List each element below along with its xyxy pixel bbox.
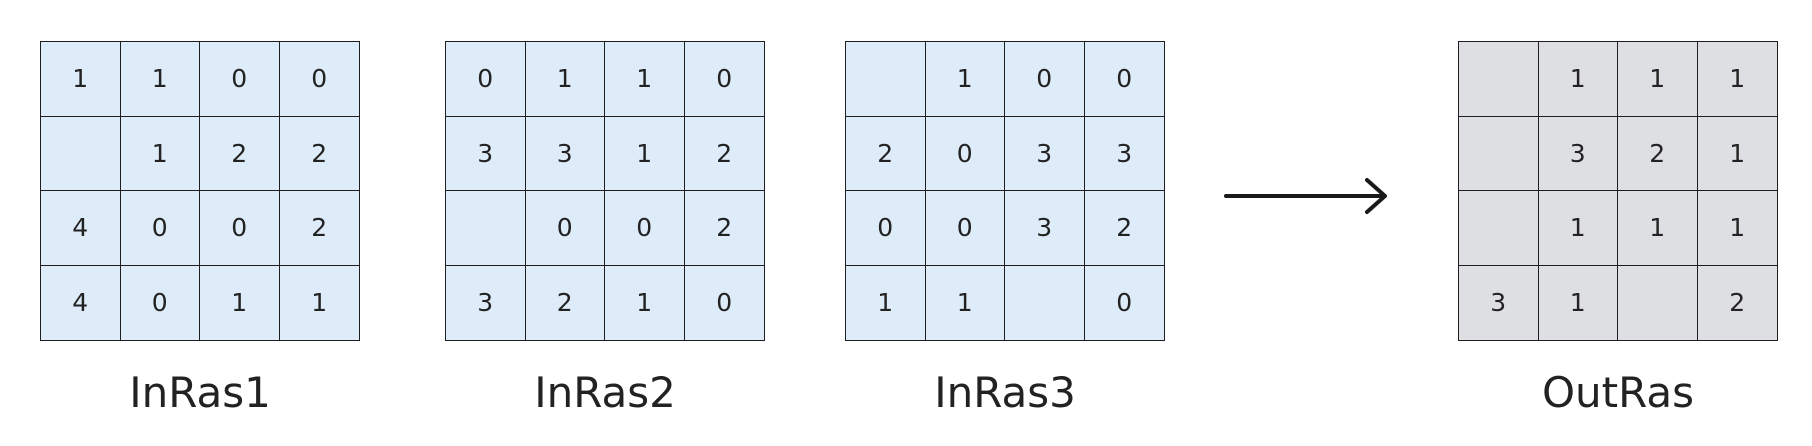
outras-cell: 1: [1618, 42, 1698, 117]
inras3-cell: 2: [1084, 191, 1164, 266]
inras1-cell: 4: [41, 265, 121, 340]
inras1-cell: 0: [200, 191, 280, 266]
inras2-cell: [446, 191, 526, 266]
inras3-cell: 2: [846, 116, 926, 191]
right-arrow-icon: [1224, 178, 1387, 214]
inras2-cell: 2: [526, 265, 605, 340]
inras3-cell: 0: [846, 191, 926, 266]
outras-cell: 3: [1459, 265, 1539, 340]
outras-cell: 1: [1538, 191, 1618, 266]
inras3-label: InRas3: [934, 368, 1076, 417]
outras-cell: [1459, 116, 1539, 191]
inras2-label: InRas2: [534, 368, 676, 417]
inras1-cell: 2: [200, 116, 280, 191]
inras2-cell: 0: [605, 191, 685, 266]
inras1-cell: 2: [279, 191, 359, 266]
outras-cell: [1618, 265, 1698, 340]
inras3-cell: [1005, 265, 1085, 340]
inras3-cell: 0: [925, 116, 1005, 191]
outras-cell: [1459, 191, 1539, 266]
inras2-cell: 3: [525, 116, 605, 191]
outras-cell: 1: [1618, 191, 1698, 266]
inras3-cell: 3: [1084, 117, 1164, 191]
outras-cell: 2: [1618, 116, 1698, 191]
inras1-cell: 0: [200, 42, 280, 117]
inras3-cell: 3: [1005, 191, 1085, 266]
inras3-cell: 0: [1116, 288, 1133, 318]
inras3-cell: [846, 42, 926, 117]
inras3-cell: 1: [925, 42, 1005, 117]
inras2-cell: 3: [446, 116, 526, 191]
outras-cell: 1: [1538, 42, 1618, 117]
inras1-cell: 0: [121, 265, 200, 340]
inras1-cell: 1: [200, 265, 280, 340]
inras3-cell: 0: [925, 191, 1005, 266]
outras-cell: 1: [1697, 117, 1777, 191]
inras3-cell: 0: [1084, 42, 1164, 117]
inras2-cell: 2: [684, 191, 764, 266]
inras3-cell: 1: [846, 265, 926, 340]
inras3-cell: 3: [1005, 116, 1085, 191]
inras1-label: InRas1: [129, 368, 271, 417]
outras-cell: 3: [1538, 116, 1618, 191]
inras1-cell: 0: [120, 191, 200, 266]
inras1-cell: [41, 116, 121, 191]
outras-cell: [1459, 42, 1539, 117]
inras2-cell: 2: [684, 117, 764, 191]
outras-cell: 1: [1539, 265, 1618, 340]
inras1-cell: 2: [279, 117, 359, 191]
inras2-cell: 1: [605, 42, 685, 117]
inras2-cell: 0: [446, 42, 526, 117]
outras-cell: 1: [1697, 191, 1777, 266]
inras2-cell: 1: [605, 265, 685, 340]
inras2-cell: 1: [525, 42, 605, 117]
outras-cell: 2: [1729, 288, 1746, 318]
outras-label: OutRas: [1541, 368, 1695, 417]
inras1-cell: 0: [279, 42, 359, 117]
inras3-cell: 1: [926, 265, 1005, 340]
inras1-cell: 4: [41, 191, 121, 266]
inras1-cell: 1: [41, 42, 121, 117]
inras1-cell: 1: [311, 288, 328, 318]
inras1-cell: 1: [120, 116, 200, 191]
outras-cell: 1: [1697, 42, 1777, 117]
inras3-cell: 0: [1005, 42, 1085, 117]
inras2-cell: 1: [605, 116, 685, 191]
inras2-cell: 0: [684, 42, 764, 117]
inras1-cell: 1: [120, 42, 200, 117]
inras2-cell: 3: [446, 265, 526, 340]
inras2-cell: 0: [716, 288, 733, 318]
inras2-cell: 0: [525, 191, 605, 266]
